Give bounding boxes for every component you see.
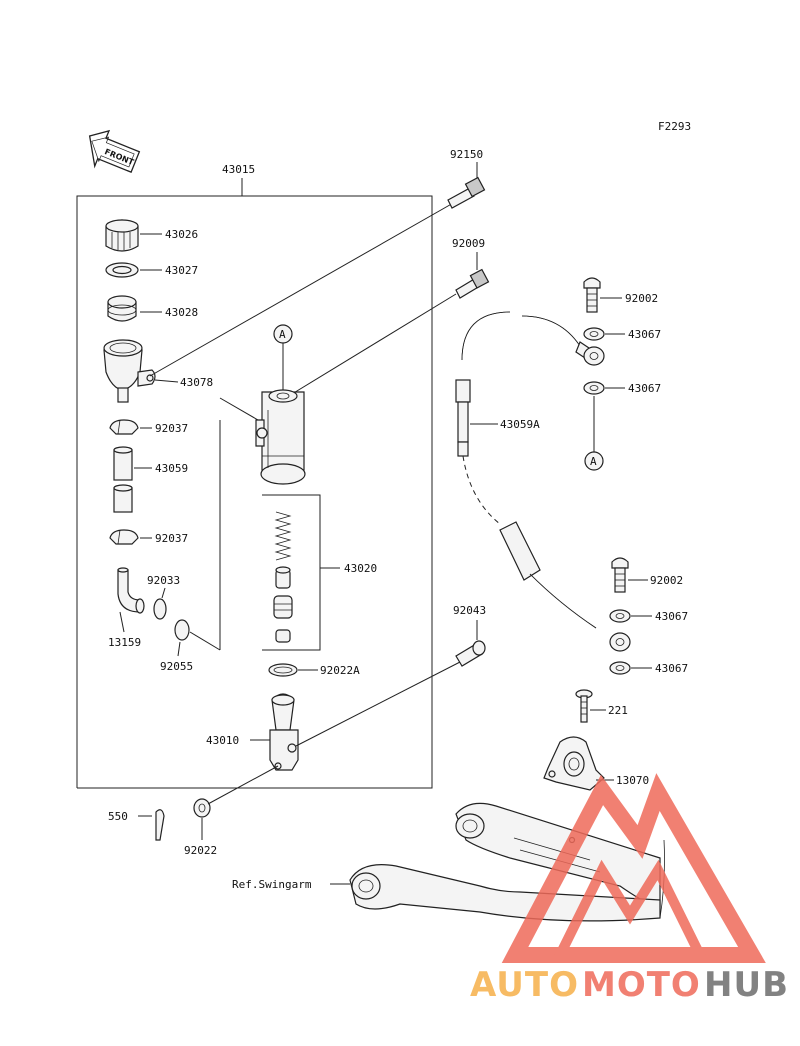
master-cylinder-body <box>255 389 306 485</box>
label-43010: 43010 <box>206 734 239 747</box>
label-92043: 92043 <box>453 604 486 617</box>
plate-43027 <box>105 262 139 278</box>
piston-kit-43020 <box>273 511 293 643</box>
label-92055: 92055 <box>160 660 193 673</box>
assembly-bracket-43015: 43015 <box>76 163 433 789</box>
label-92037-bottom: 92037 <box>155 532 188 545</box>
bracket-43020 <box>262 494 321 651</box>
label-92022: 92022 <box>184 844 217 857</box>
label-43059: 43059 <box>155 462 188 475</box>
banjo-bolt-92002-bottom <box>611 557 629 593</box>
automotohub-watermark: AUTO MOTO HUB <box>470 773 789 1005</box>
washer-43067-d <box>609 661 631 675</box>
front-direction-arrow-icon: FRONT <box>88 129 141 174</box>
banjo-bolt-92002-top <box>583 277 601 313</box>
brake-hose-43059a <box>455 311 631 652</box>
mark-a-right: A <box>590 455 597 468</box>
washer-43067-c <box>609 609 631 623</box>
bolt-92150 <box>447 176 486 209</box>
clamp-92037-top <box>109 419 139 435</box>
reference-mark-a-right <box>584 451 604 471</box>
label-92033: 92033 <box>147 574 180 587</box>
label-92002-bottom: 92002 <box>650 574 683 587</box>
label-43027: 43027 <box>165 264 198 277</box>
label-13070: 13070 <box>616 774 649 787</box>
label-43067-c: 43067 <box>655 610 688 623</box>
watermark-auto: AUTO <box>470 965 579 1005</box>
label-92150: 92150 <box>450 148 483 161</box>
clamp-92037-bottom <box>109 529 139 545</box>
screw-221 <box>575 689 593 723</box>
label-43028: 43028 <box>165 306 198 319</box>
label-43067-b: 43067 <box>628 382 661 395</box>
label-13159: 13159 <box>108 636 141 649</box>
label-43026: 43026 <box>165 228 198 241</box>
cotter-pin-550 <box>155 809 165 841</box>
hose-guide-13070 <box>543 736 605 791</box>
reservoir-cap-43026 <box>105 219 139 252</box>
washer-43067-b <box>583 381 605 395</box>
diaphragm-43028 <box>107 295 137 322</box>
label-221: 221 <box>608 704 628 717</box>
label-43078: 43078 <box>180 376 213 389</box>
figure-code: F2293 <box>658 120 691 133</box>
bolt-92009 <box>455 268 490 299</box>
elbow-fitting-13159 <box>117 567 145 614</box>
pin-92043 <box>455 640 486 667</box>
label-ref-swingarm: Ref.Swingarm <box>232 878 312 891</box>
mark-a-top: A <box>279 328 286 341</box>
label-43015: 43015 <box>222 163 255 176</box>
washer-92022 <box>193 798 211 818</box>
washer-43067-a <box>583 327 605 341</box>
hose-43059 <box>113 446 133 513</box>
label-43059a: 43059A <box>500 418 540 431</box>
reservoir-43078 <box>103 339 156 403</box>
label-43067-a: 43067 <box>628 328 661 341</box>
o-ring-92055 <box>174 619 190 641</box>
washer-92033 <box>153 598 167 620</box>
circlip-92022a <box>268 663 298 677</box>
label-92022a: 92022A <box>320 664 360 677</box>
push-rod-43010 <box>269 693 299 771</box>
watermark-hub: HUB <box>704 965 789 1005</box>
label-43067-d: 43067 <box>655 662 688 675</box>
label-550: 550 <box>108 810 128 823</box>
watermark-moto: MOTO <box>582 965 701 1005</box>
label-43020: 43020 <box>344 562 377 575</box>
label-92037-top: 92037 <box>155 422 188 435</box>
label-92009: 92009 <box>452 237 485 250</box>
label-92002-top: 92002 <box>625 292 658 305</box>
